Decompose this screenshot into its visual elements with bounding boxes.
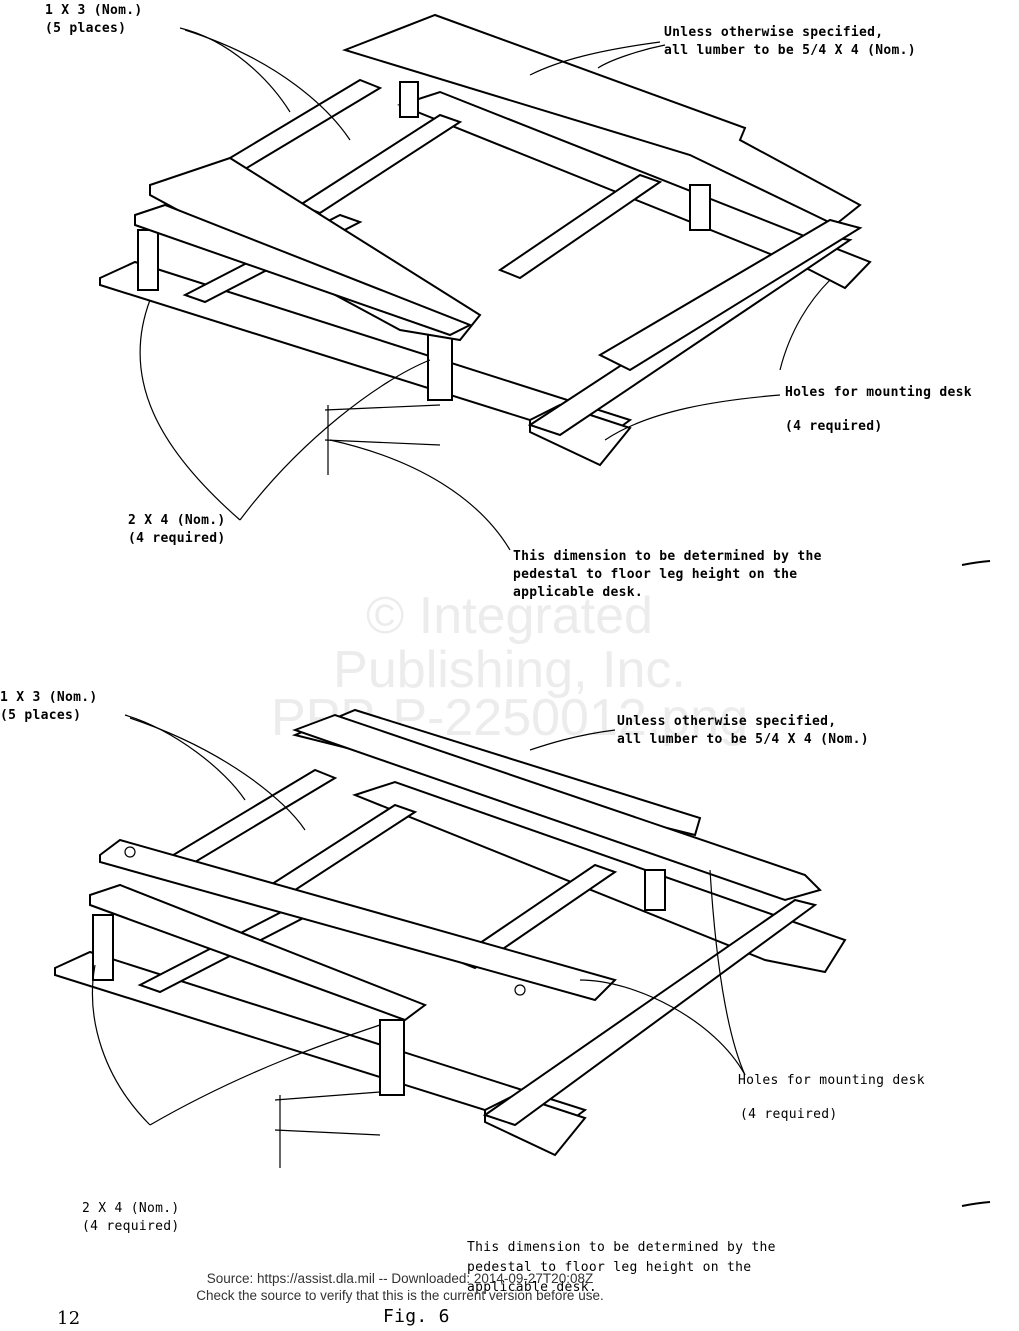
dimension-note-line: pedestal to floor leg height on the (467, 1260, 752, 1275)
pallet-drawing-bottom (54, 708, 847, 1168)
legs-size: 2 X 4 (Nom.) (82, 1201, 180, 1216)
slats-count: (5 places) (45, 21, 127, 36)
slats-label: 1 X 3 (Nom.) (5 places) (45, 2, 143, 38)
figure-caption: Fig. 6 (383, 1306, 450, 1327)
legs-count: (4 required) (82, 1219, 180, 1234)
source-check-line: Check the source to verify that this is … (196, 1288, 604, 1303)
top-board-back (341, 13, 862, 227)
slat (482, 898, 818, 1127)
lumber-note-line: Unless otherwise specified, (617, 714, 837, 729)
leg (92, 914, 114, 981)
dimension-note-line: This dimension to be determined by the (513, 549, 822, 564)
top-board-front-lower (134, 203, 473, 337)
slats-size: 1 X 3 (Nom.) (45, 3, 143, 18)
top-board-front-lower (89, 883, 428, 1022)
watermark-line-1: © Integrated (366, 587, 653, 645)
top-board-front (149, 156, 482, 342)
slat (162, 768, 338, 870)
dimension-note: This dimension to be determined by the p… (513, 548, 822, 602)
dimension-note: This dimension to be determined by the p… (467, 1238, 776, 1298)
leg (644, 869, 666, 911)
dimension-note-line: This dimension to be determined by the (467, 1240, 776, 1255)
holes-label: Holes for mounting desk (785, 385, 972, 400)
slat (497, 173, 663, 280)
source-line: Source: https://assist.dla.mil -- Downlo… (206, 1271, 594, 1286)
dimension-note-line: applicable desk. (467, 1280, 598, 1295)
legs-label: 2 X 4 (Nom.) (4 required) (82, 1200, 180, 1236)
leg (427, 329, 453, 401)
lumber-note: Unless otherwise specified, all lumber t… (617, 713, 869, 749)
top-board-side (292, 713, 822, 902)
top-board-side (597, 218, 863, 372)
page-number: 12 (57, 1308, 81, 1329)
leg (689, 184, 711, 231)
leg (399, 81, 419, 118)
watermark-line-2: Publishing, Inc. (333, 641, 686, 699)
slat (297, 113, 463, 215)
slat (527, 233, 853, 437)
dimension-note-line: applicable desk. (513, 585, 644, 600)
dimension-note-line: pedestal to floor leg height on the (513, 567, 798, 582)
lumber-note-line: all lumber to be 5/4 X 4 (Nom.) (617, 732, 869, 747)
holes-count: (4 required) (785, 419, 883, 434)
lumber-note-line: Unless otherwise specified, (664, 25, 884, 40)
legs-label: 2 X 4 (Nom.) (4 required) (128, 512, 226, 548)
slats-label: 1 X 3 (Nom.) (5 places) (0, 689, 98, 725)
pallet-drawing-top (99, 13, 872, 551)
lumber-note-line: all lumber to be 5/4 X 4 (Nom.) (664, 43, 916, 58)
legs-size: 2 X 4 (Nom.) (128, 513, 226, 528)
legs-count: (4 required) (128, 531, 226, 546)
lumber-note: Unless otherwise specified, all lumber t… (664, 24, 916, 60)
holes-count: (4 required) (740, 1107, 838, 1122)
leg (137, 229, 159, 291)
slats-size: 1 X 3 (Nom.) (0, 690, 98, 705)
slats-count: (5 places) (0, 708, 82, 723)
top-board-front (99, 838, 617, 1002)
holes-label: Holes for mounting desk (738, 1073, 925, 1088)
leg (379, 1019, 405, 1096)
